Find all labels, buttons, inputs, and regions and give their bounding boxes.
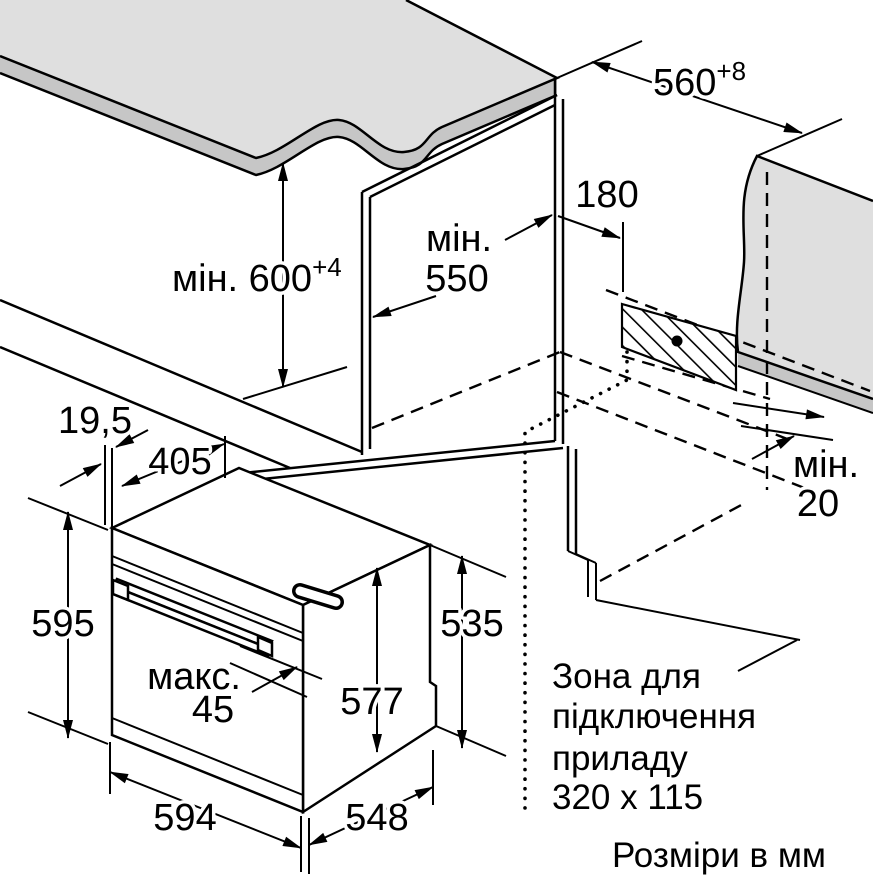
floor-line [595, 599, 801, 641]
dimension-niche-height: мін. 600+4 [169, 162, 348, 400]
dimension-niche-width: 560+8 [556, 40, 843, 157]
dim-label-door-max-1: макс. [147, 656, 241, 698]
units-note: Розміри в мм [612, 836, 826, 875]
dimension-body-height: 577 [337, 567, 407, 753]
dimension-door-max: макс. 45 [144, 653, 298, 735]
dim-label-niche-depth-2: 550 [425, 258, 488, 300]
zone-note-leader [737, 639, 798, 672]
dim-label-door-max-2: 45 [192, 689, 234, 731]
dimension-oven-height: 595 [27, 497, 109, 745]
dim-label-niche-width: 560+8 [653, 56, 746, 104]
connection-point-dot [671, 335, 683, 347]
dimension-oven-width: 594 [109, 742, 310, 874]
dimension-oven-depth: 548 [308, 750, 434, 846]
oven [108, 466, 438, 815]
dimension-rear-gap: мін. 20 [732, 402, 863, 529]
zone-note: Зона для підключення приладу 320 x 115 [549, 639, 798, 821]
dim-label-niche-height: мін. 600+4 [172, 252, 342, 300]
dim-label-niche-depth-1: мін. [426, 218, 492, 260]
zone-note-line2: підключення [552, 697, 756, 736]
dim-label-top-depth: 405 [148, 441, 211, 483]
dim-label-oven-width: 594 [153, 797, 216, 839]
dimension-socket-offset: 180 [504, 171, 642, 241]
door-handle [111, 577, 274, 658]
dim-label-front-overhang: 19,5 [58, 400, 132, 442]
dimension-top-depth: 405 [121, 436, 226, 487]
door-plane-line [239, 645, 323, 680]
zone-routing-dotted-line [523, 350, 629, 814]
dim-label-rear-gap-2: 20 [797, 483, 839, 525]
dimension-rear-height: 535 [429, 544, 507, 757]
hidden-edges [371, 288, 871, 583]
connection-zone-hatch [620, 302, 738, 392]
side-grip-cutout [292, 583, 344, 610]
dim-label-rear-gap-1: мін. [793, 444, 859, 486]
zone-note-line1: Зона для [552, 657, 701, 696]
zone-note-line3: приладу [552, 739, 688, 778]
dim-label-oven-depth: 548 [345, 797, 408, 839]
dimension-niche-depth: мін. 550 [372, 215, 496, 318]
zone-note-line4: 320 x 115 [552, 778, 703, 817]
dim-label-body-height: 577 [340, 681, 403, 723]
countertop [0, 0, 560, 177]
dim-label-rear-height: 535 [440, 603, 503, 645]
dim-label-socket-offset: 180 [575, 174, 638, 216]
cabinet-niche [0, 78, 801, 641]
back-wall-panel [735, 154, 873, 490]
dim-label-oven-height: 595 [31, 603, 94, 645]
control-panel-line [111, 555, 304, 634]
dimension-front-overhang: 19,5 [55, 397, 149, 528]
frame-plane-line [229, 662, 308, 698]
